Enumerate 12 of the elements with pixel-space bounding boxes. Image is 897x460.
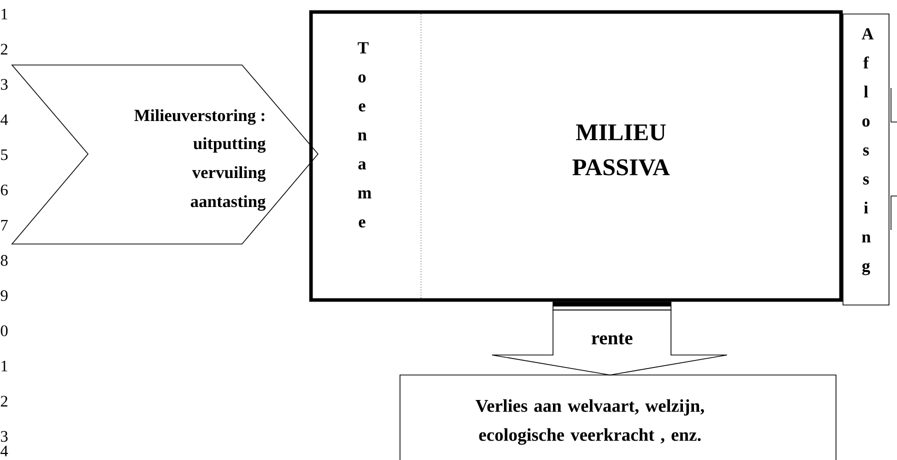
line-number: 0 [0,325,8,336]
line-number: 2 [0,44,8,54]
result-box: Verlies aan welvaart, welzijn, ecologische veerkracht , enz. [400,374,836,460]
line-number: 2 [0,396,8,406]
line-number: 3 [0,431,8,442]
line-number: 8 [0,255,8,266]
column-band: T o e n a m e [358,14,422,298]
repayment-box: A f l o s s i n g [842,14,890,306]
line-number: 1 [2,360,8,372]
line-number: 9 [0,290,8,301]
line-number: 1 [2,8,8,20]
line-number: 4 [0,446,8,456]
